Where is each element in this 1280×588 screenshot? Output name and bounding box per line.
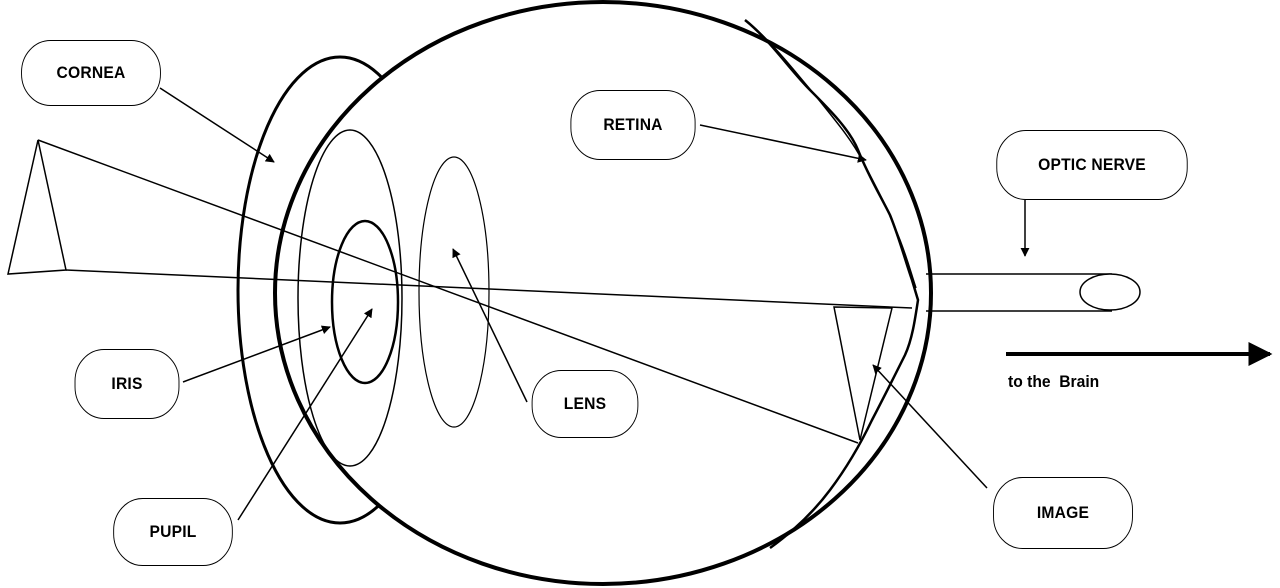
cornea-pointer xyxy=(160,88,274,162)
optic-nerve-end xyxy=(1080,274,1140,310)
label-iris: IRIS xyxy=(75,349,180,419)
label-pupil: PUPIL xyxy=(113,498,233,566)
object-triangle xyxy=(8,140,66,274)
label-cornea: CORNEA xyxy=(21,40,161,106)
label-optic-nerve: OPTIC NERVE xyxy=(996,130,1187,200)
label-image: IMAGE xyxy=(993,477,1133,549)
label-retina: RETINA xyxy=(570,90,695,160)
label-lens: LENS xyxy=(532,370,639,438)
to-brain-text: to the Brain xyxy=(1008,372,1099,392)
